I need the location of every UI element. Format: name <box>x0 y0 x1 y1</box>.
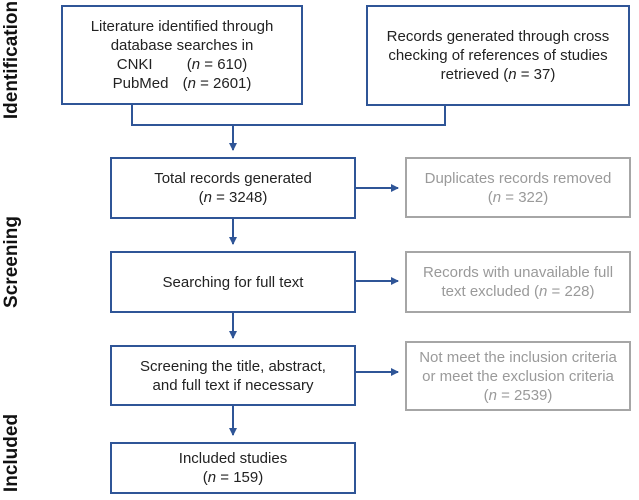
n-symbol: n <box>539 283 548 300</box>
total-line1: Total records generated <box>154 170 312 187</box>
total-count-row: (n = 3248) <box>198 189 268 206</box>
unavailable-line2: text excluded (n = 228) <box>441 282 594 301</box>
box-searching-full-text: Searching for full text <box>110 251 356 313</box>
n-symbol: n <box>187 75 196 92</box>
n-symbol: n <box>508 66 517 83</box>
database-line2: database searches in <box>110 37 254 54</box>
n-symbol: n <box>207 469 217 486</box>
included-line1: Included studies <box>178 450 288 467</box>
total-count: = 3248) <box>211 189 268 206</box>
duplicates-line1: Duplicates records removed <box>424 169 612 187</box>
unavailable-line2-prefix: text excluded ( <box>441 283 540 300</box>
database-line1: Literature identified through <box>90 18 274 35</box>
duplicates-count-row: (n = 322) <box>487 188 549 206</box>
fulltext-line1: Searching for full text <box>162 273 304 291</box>
database-cnki-row: CNKI(n = 610) <box>116 56 248 73</box>
box-database-searches: Literature identified through database s… <box>61 5 303 105</box>
crosscheck-line1: Records generated through cross <box>386 28 610 45</box>
box-total-records: Total records generated (n = 3248) <box>110 157 356 219</box>
n-symbol: n <box>191 56 201 73</box>
criteria-count: = 2539) <box>496 386 553 404</box>
n-symbol: n <box>492 188 502 206</box>
crosscheck-line3: retrieved (n = 37) <box>441 65 556 84</box>
criteria-line2: or meet the exclusion criteria <box>422 367 614 385</box>
crosscheck-line2: checking of references of studies <box>388 47 608 64</box>
box-duplicates-removed: Duplicates records removed (n = 322) <box>405 157 631 218</box>
cnki-label: CNKI <box>116 56 153 73</box>
unavailable-count: = 228) <box>547 283 595 300</box>
crosscheck-line3-prefix: retrieved ( <box>440 66 509 83</box>
box-screening: Screening the title, abstract, and full … <box>110 345 356 406</box>
box-unavailable-full-text: Records with unavailable full text exclu… <box>405 251 631 313</box>
criteria-line1: Not meet the inclusion criteria <box>419 348 617 366</box>
crosscheck-count: = 37) <box>516 66 556 83</box>
box-cross-checking: Records generated through cross checking… <box>366 5 630 106</box>
n-symbol: n <box>203 189 212 206</box>
duplicates-count: = 322) <box>501 188 549 206</box>
box-included-studies: Included studies (n = 159) <box>110 442 356 494</box>
screening-line2: and full text if necessary <box>152 376 314 394</box>
cnki-count: = 610) <box>200 56 248 73</box>
included-count-row: (n = 159) <box>202 469 264 486</box>
included-count: = 159) <box>216 469 264 486</box>
criteria-count-row: (n = 2539) <box>483 386 553 404</box>
database-pubmed-row: PubMed(n = 2601) <box>112 75 252 92</box>
pubmed-count: = 2601) <box>195 75 252 92</box>
box-criteria-excluded: Not meet the inclusion criteria or meet … <box>405 341 631 411</box>
screening-line1: Screening the title, abstract, <box>140 357 326 375</box>
n-symbol: n <box>488 386 497 404</box>
pubmed-label: PubMed <box>112 75 169 92</box>
unavailable-line1: Records with unavailable full <box>422 264 614 281</box>
